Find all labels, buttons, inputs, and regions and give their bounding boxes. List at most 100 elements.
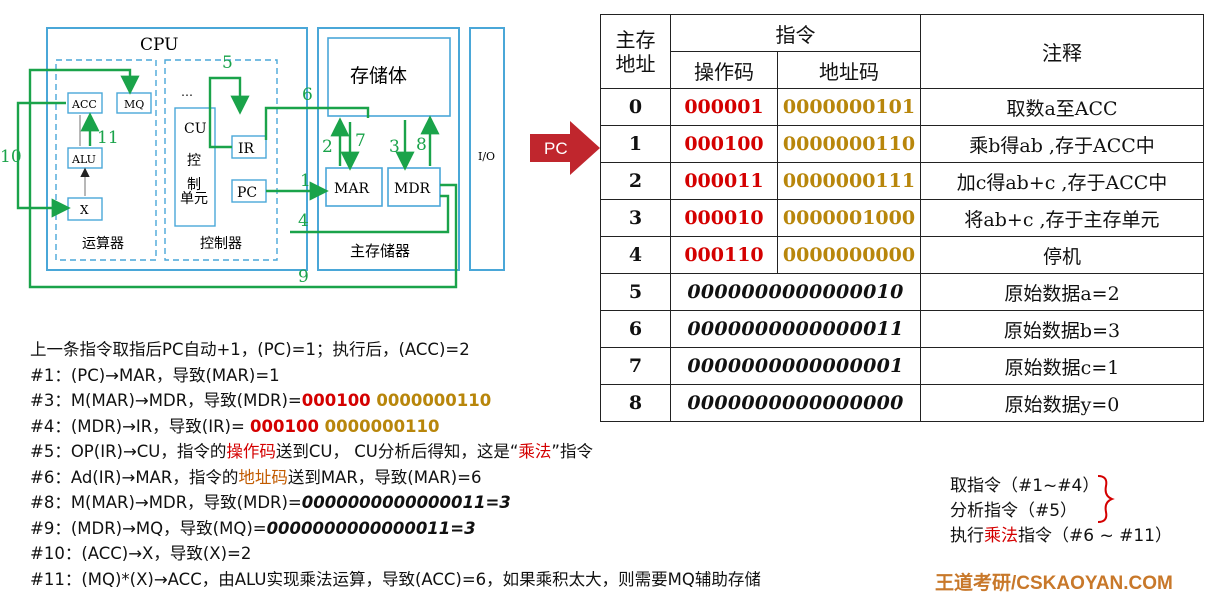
step-9: #9：(MDR)→MQ，导致(MQ)=0000000000000011=3 xyxy=(30,516,761,542)
cell-addr: 2 xyxy=(600,162,671,200)
table-row: 2 000011 0000000111 加c得ab+c ,存于ACC中 xyxy=(600,162,1204,200)
path-9 xyxy=(28,68,458,289)
step-intro: 上一条指令取指后PC自动+1，(PC)=1；执行后，(ACC)=2 xyxy=(30,340,470,359)
path-label-6: 6 xyxy=(302,85,313,105)
cell-opcode: 000011 xyxy=(670,162,778,200)
storage-body-label: 存储体 xyxy=(350,65,407,87)
legend-execute: 执行乘法指令（#6 ~ #11） xyxy=(950,524,1172,549)
step-8-value: 0000000000000011=3 xyxy=(301,493,511,512)
cell-address: 0000001000 xyxy=(777,199,921,237)
cu-label: 单元 xyxy=(180,191,208,207)
cell-address: 0000000111 xyxy=(777,162,921,200)
cell-address: 0000000110 xyxy=(777,125,921,163)
path-label-10: 10 xyxy=(0,147,22,167)
cell-data: 0000000000000000 xyxy=(670,384,921,422)
pc-pointer-arrow: PC xyxy=(530,121,600,175)
cell-opcode: 000001 xyxy=(670,88,778,126)
table-row: 0 000001 0000000101 取数a至ACC xyxy=(600,88,1204,126)
main-memory-box xyxy=(317,27,460,271)
step-4-opcode: 000100 xyxy=(250,416,319,436)
phase-legend: 取指令（#1~#4） 分析指令（#5） 执行乘法指令（#6 ~ #11） xyxy=(950,474,1172,549)
legend-fetch: 取指令（#1~#4） xyxy=(950,476,1100,496)
cpu-box xyxy=(46,27,308,271)
step-11: #11：(MQ)*(X)→ACC，由ALU实现乘法运算，导致(ACC)=6，如果… xyxy=(30,569,761,589)
cell-opcode: 000100 xyxy=(670,125,778,163)
table-row: 6 0000000000000011 原始数据b=3 xyxy=(600,310,1204,348)
ir-label: IR xyxy=(238,141,255,157)
step-3-text: #3：M(MAR)→MDR，导致(MDR)= xyxy=(30,391,302,410)
instruction-memory-table: 主存地址 指令 注释 操作码 地址码 0 000001 0000000101 取… xyxy=(600,14,1204,422)
alu-label: ALU xyxy=(71,153,96,166)
header-opcode: 操作码 xyxy=(670,51,778,89)
cell-addr: 4 xyxy=(600,236,671,274)
cell-data: 0000000000000011 xyxy=(670,310,921,348)
header-note: 注释 xyxy=(920,14,1204,89)
cpu-label: CPU xyxy=(140,35,178,55)
pc-label: PC xyxy=(237,185,257,201)
legend-decode: 分析指令（#5） xyxy=(950,501,1078,521)
path-label-8: 8 xyxy=(416,135,427,155)
step-6-text: #6：Ad(IR)→MAR，指令的 xyxy=(30,467,239,487)
cell-note: 原始数据b=3 xyxy=(920,310,1204,348)
step-1: #1：(PC)→MAR，导致(MAR)=1 xyxy=(30,365,280,385)
mq-label: MQ xyxy=(124,98,144,111)
step-6-text: 送到MAR，导致(MAR)=6 xyxy=(287,467,482,487)
step-9-text: #9：(MDR)→MQ，导致(MQ)= xyxy=(30,518,267,538)
step-5-highlight-multiply: 乘法 xyxy=(518,442,552,461)
main-memory-label: 主存储器 xyxy=(350,242,410,260)
header-address-code: 地址码 xyxy=(777,51,921,89)
path-label-1: 1 xyxy=(300,171,311,191)
path-4 xyxy=(290,194,450,234)
cu-dots: … xyxy=(181,85,193,99)
cell-opcode: 000110 xyxy=(670,236,778,274)
path-5 xyxy=(208,76,250,149)
cell-note: 加c得ab+c ,存于ACC中 xyxy=(920,162,1204,200)
table-row: 7 0000000000000001 原始数据c=1 xyxy=(600,347,1204,385)
path-10 xyxy=(16,101,71,218)
legend-execute-text: 执行 xyxy=(950,526,984,546)
step-3-address: 0000000110 xyxy=(370,391,492,410)
path-6 xyxy=(264,106,370,140)
path-label-3: 3 xyxy=(389,137,400,157)
step-5-text: #5：OP(IR)→CU，指令的 xyxy=(30,442,227,461)
mdr-register xyxy=(387,167,441,207)
io-label: I/O xyxy=(478,150,495,163)
step-3-opcode: 000100 xyxy=(301,391,371,410)
control-group-box xyxy=(164,59,278,261)
cu-label: 制 xyxy=(187,177,201,193)
alu-group-box xyxy=(55,59,157,261)
table-row: 5 0000000000000010 原始数据a=2 xyxy=(600,273,1204,311)
watermark: 王道考研/CSKAOYAN.COM xyxy=(935,573,1173,594)
step-5-text: ”指令 xyxy=(551,442,593,461)
table-row: 4 000110 0000000000 停机 xyxy=(600,236,1204,274)
cell-addr: 1 xyxy=(600,125,671,163)
pc-pointer-label: PC xyxy=(544,139,568,158)
mdr-label: MDR xyxy=(394,181,431,197)
step-5: #5：OP(IR)→CU，指令的操作码送到CU， CU分析后得知，这是“乘法”指… xyxy=(30,439,761,465)
control-group-label: 控制器 xyxy=(200,236,242,252)
cell-addr: 5 xyxy=(600,273,671,311)
cell-note: 原始数据c=1 xyxy=(920,347,1204,385)
execution-steps: 上一条指令取指后PC自动+1，(PC)=1；执行后，(ACC)=2 #1：(PC… xyxy=(30,337,761,592)
cell-note: 原始数据y=0 xyxy=(920,384,1204,422)
table-row: 1 000100 0000000110 乘b得ab ,存于ACC中 xyxy=(600,125,1204,163)
step-4-text: #4：(MDR)→IR，导致(IR)= xyxy=(30,416,251,436)
step-4-address: 0000000110 xyxy=(318,416,440,436)
cell-address: 0000000000 xyxy=(777,236,921,274)
cell-addr: 0 xyxy=(600,88,671,126)
legend-brace-icon xyxy=(1097,475,1115,523)
cell-address: 0000000101 xyxy=(777,88,921,126)
step-3: #3：M(MAR)→MDR，导致(MDR)=000100 0000000110 xyxy=(30,388,761,414)
step-6-highlight: 地址码 xyxy=(238,467,288,487)
step-4: #4：(MDR)→IR，导致(IR)= 000100 0000000110 xyxy=(30,414,761,440)
computer-architecture-diagram: CPU 运算器 控制器 存储体 主存储器 I/O ACC MQ ALU X CU… xyxy=(0,27,505,289)
table-row: 3 000010 0000001000 将ab+c ,存于主存单元 xyxy=(600,199,1204,237)
cell-data: 0000000000000010 xyxy=(670,273,921,311)
cell-addr: 8 xyxy=(600,384,671,422)
x-label: X xyxy=(80,203,89,217)
path-label-9: 9 xyxy=(298,267,309,287)
step-5-highlight-opcode: 操作码 xyxy=(226,442,276,461)
path-label-5: 5 xyxy=(222,53,233,73)
header-address: 主存地址 xyxy=(600,14,671,89)
cell-note: 将ab+c ,存于主存单元 xyxy=(920,199,1204,237)
